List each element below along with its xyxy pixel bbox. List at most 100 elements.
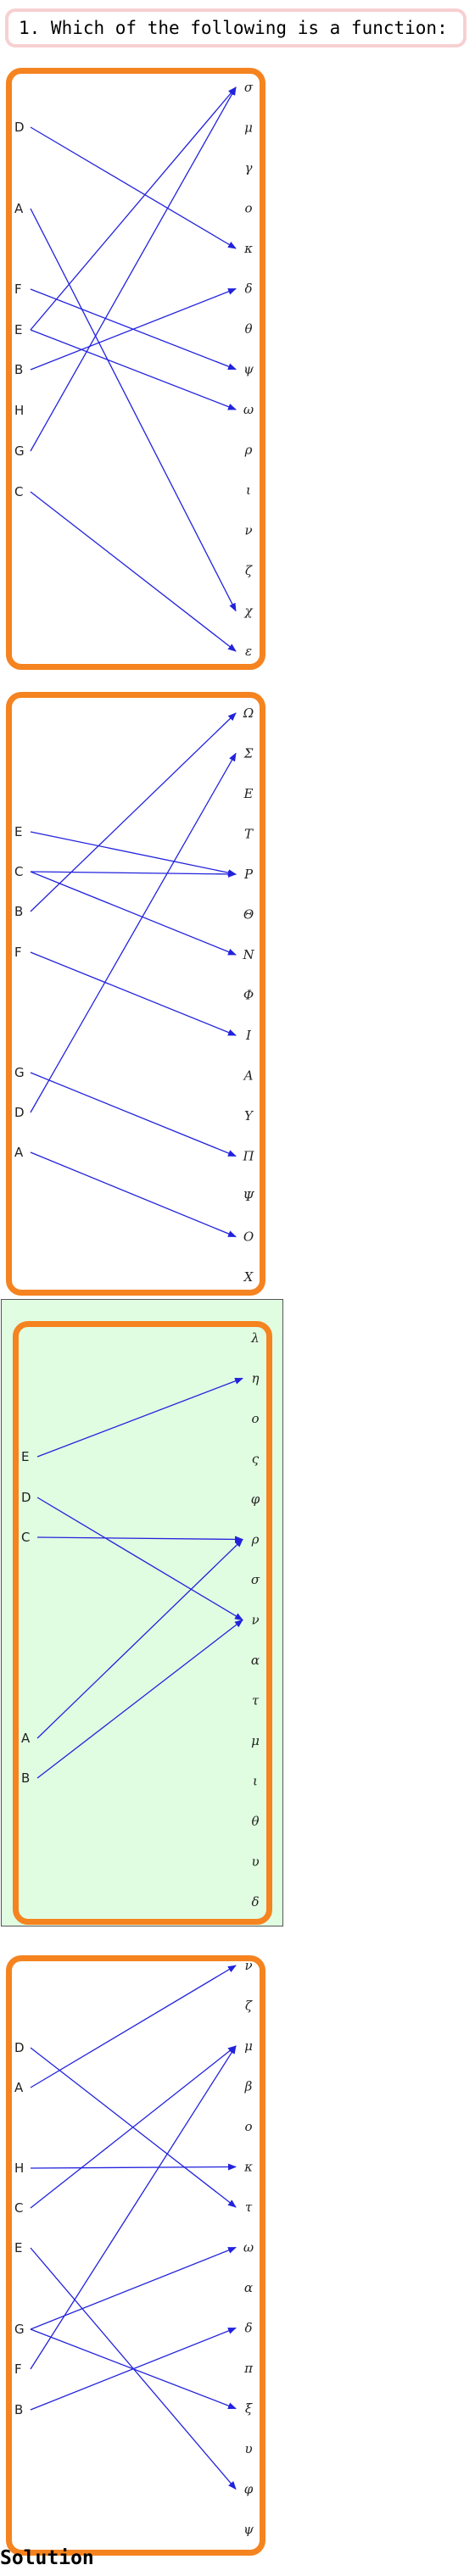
option-2-codomain-9: Α — [243, 1068, 254, 1084]
option-3-codomain-2: ο — [251, 1411, 259, 1426]
option-4-arrow-8 — [30, 2327, 237, 2411]
option-3-codomain-6: σ — [251, 1572, 260, 1587]
option-2-panel[interactable] — [6, 692, 265, 1296]
option-3-codomain-9: τ — [252, 1693, 260, 1709]
option-4-codomain-2: μ — [244, 2038, 253, 2054]
option-4-codomain-8: α — [244, 2280, 253, 2295]
option-4-domain-E: E — [14, 2240, 22, 2255]
option-4-codomain-1: ζ — [245, 1999, 253, 2014]
option-1-codomain-10: ι — [246, 482, 251, 498]
option-2-arrow-4 — [30, 951, 237, 1036]
option-2-codomain-7: Φ — [243, 988, 254, 1003]
option-1-codomain-0: σ — [244, 80, 254, 95]
option-1-domain-D: D — [14, 120, 25, 135]
option-3-domain-A: A — [21, 1731, 31, 1746]
option-1-arrow-7 — [30, 491, 237, 652]
option-1-domain-G: G — [14, 443, 25, 459]
option-1-panel[interactable] — [6, 68, 265, 670]
option-2-arrow-1 — [30, 870, 237, 878]
option-2-domain-F: F — [14, 945, 22, 960]
option-4-domain-G: G — [14, 2322, 25, 2337]
option-1-domain-E: E — [14, 322, 22, 337]
option-4-codomain-4: ο — [244, 2119, 252, 2134]
option-1-codomain-14: ε — [245, 644, 252, 659]
option-1-arrow-1 — [30, 208, 237, 612]
option-1-arrow-4 — [30, 329, 237, 410]
option-4-domain-H: H — [14, 2161, 24, 2176]
option-1-arrow-6 — [30, 86, 237, 452]
option-3-arrow-4 — [36, 1619, 243, 1779]
option-2-arrow-5 — [30, 1072, 237, 1157]
option-4-domain-C: C — [14, 2200, 23, 2216]
option-4-codomain-14: ψ — [243, 2522, 254, 2537]
option-3-codomain-14: δ — [251, 1894, 259, 1910]
option-4-domain-A: A — [14, 2080, 24, 2095]
option-2-domain-B: B — [14, 904, 23, 919]
option-3-arrow-1 — [36, 1497, 243, 1621]
option-2-codomain-12: Ψ — [243, 1189, 254, 1204]
option-3-codomain-8: α — [251, 1653, 260, 1668]
option-4-codomain-5: κ — [243, 2160, 253, 2175]
option-4-arrow-3 — [30, 2045, 237, 2209]
option-3-codomain-5: ρ — [251, 1532, 260, 1547]
option-1-codomain-9: ρ — [244, 443, 253, 458]
option-4-codomain-13: φ — [244, 2482, 254, 2497]
question-box: 1. Which of the following is a function: — [5, 8, 467, 47]
option-4-codomain-11: ξ — [245, 2401, 253, 2417]
option-1-arrow-3 — [30, 86, 237, 331]
option-4-codomain-12: υ — [244, 2441, 252, 2456]
question-text: 1. Which of the following is a function: — [19, 18, 448, 38]
option-1-codomain-1: μ — [244, 120, 253, 136]
option-3-panel[interactable] — [13, 1321, 272, 1925]
option-4-codomain-7: ω — [243, 2240, 254, 2255]
option-4-panel[interactable] — [6, 1955, 265, 2556]
option-4-codomain-9: δ — [244, 2321, 252, 2336]
option-3-arrow-2 — [36, 1536, 243, 1543]
option-2-arrow-3 — [30, 712, 237, 912]
option-3-arrow-3 — [36, 1538, 243, 1739]
option-4-arrow-5 — [30, 2246, 237, 2330]
option-3-codomain-4: φ — [251, 1492, 260, 1507]
option-2-domain-D: D — [14, 1105, 25, 1120]
option-1-domain-A: A — [14, 201, 24, 216]
option-2-arrow-0 — [30, 831, 237, 877]
option-2-domain-C: C — [14, 864, 23, 879]
option-2-arrow-6 — [30, 752, 237, 1113]
option-1-domain-F: F — [14, 282, 22, 297]
option-2-domain-E: E — [14, 824, 22, 839]
option-1-codomain-3: ο — [244, 201, 252, 216]
option-1-codomain-11: ν — [244, 523, 252, 538]
option-4-codomain-0: ν — [244, 1958, 252, 1973]
option-4-arrow-7 — [30, 2045, 237, 2370]
option-3-domain-B: B — [21, 1770, 30, 1786]
option-2-codomain-2: Ε — [243, 786, 254, 801]
option-3-codomain-3: ς — [252, 1452, 260, 1467]
option-2-domain-A: A — [14, 1145, 24, 1160]
option-1-arrow-5 — [30, 287, 237, 371]
option-3-domain-C: C — [21, 1530, 30, 1545]
option-3-codomain-11: ι — [253, 1774, 258, 1789]
option-2-codomain-8: Ι — [245, 1028, 252, 1043]
option-4-domain-D: D — [14, 2040, 25, 2055]
option-2-codomain-13: Ο — [243, 1229, 254, 1245]
option-1-codomain-8: ω — [243, 402, 254, 417]
option-3-codomain-1: η — [252, 1371, 260, 1386]
option-3-codomain-10: μ — [251, 1733, 260, 1748]
option-2-codomain-0: Ω — [243, 705, 254, 721]
option-1-codomain-12: ζ — [245, 563, 253, 578]
option-4-arrow-1 — [30, 1965, 237, 2088]
option-2-codomain-5: Θ — [243, 907, 254, 923]
option-1-codomain-5: δ — [244, 282, 252, 297]
option-2-domain-G: G — [14, 1065, 25, 1080]
option-1-codomain-4: κ — [243, 241, 253, 256]
option-4-domain-B: B — [14, 2402, 23, 2417]
option-4-codomain-3: β — [244, 2079, 253, 2094]
option-3-codomain-12: θ — [251, 1814, 259, 1829]
correct-answer-highlight — [1, 1299, 283, 1926]
option-1-codomain-13: χ — [243, 604, 253, 619]
option-2-arrow-2 — [30, 871, 237, 956]
option-1-domain-B: B — [14, 362, 23, 377]
option-2-arrow-7 — [30, 1151, 237, 1238]
option-3-codomain-7: ν — [251, 1613, 259, 1628]
